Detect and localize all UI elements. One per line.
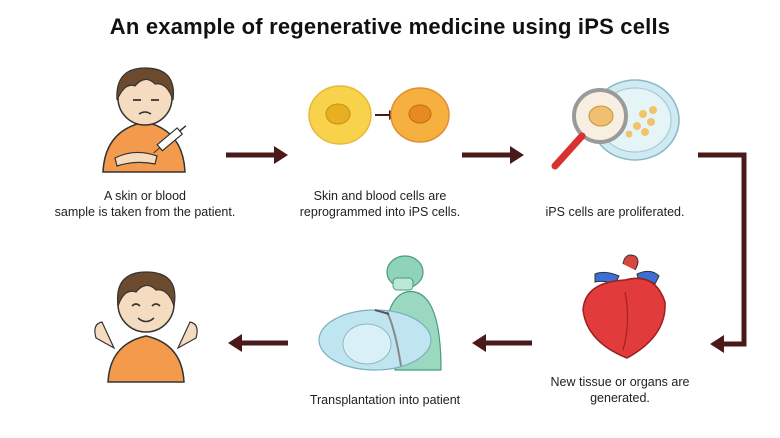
caption-proliferate: iPS cells are proliferated. [545,205,685,219]
caption-generate-line2: generated. [590,391,650,405]
diagram-title: An example of regenerative medicine usin… [109,14,671,39]
caption-sample-line2: sample is taken from the patient. [54,205,236,219]
caption-reprogram-line2: reprogrammed into iPS cells. [299,205,461,219]
caption-generate-line1: New tissue or organs are [550,375,690,389]
healthy-patient-icon [94,271,198,383]
arrow-proliferate-to-generate [698,152,747,347]
magnifier-petri-dish-icon [551,79,680,170]
surgeon-surgery-icon [318,255,442,371]
caption-transplant: Transplantation into patient [309,393,461,407]
cell-reprogram-icon [308,85,450,145]
sick-patient-syringe-icon [102,67,187,173]
heart-icon [582,254,666,359]
caption-sample-line1: A skin or blood [104,189,186,203]
caption-reprogram-line1: Skin and blood cells are [313,189,447,203]
